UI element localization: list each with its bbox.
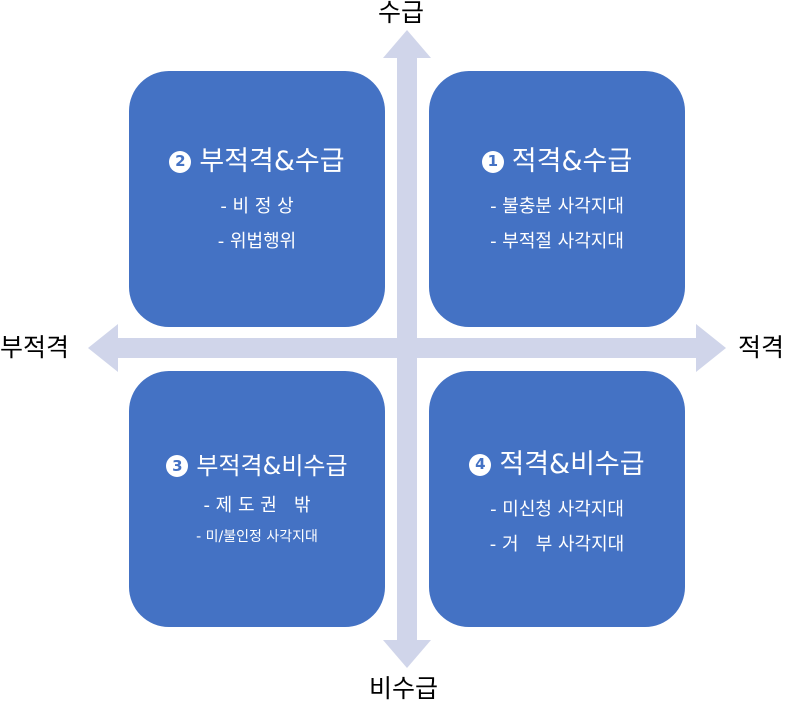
list-item: - 부적절 사각지대 [490,231,624,252]
quadrant-box-4: 4 적격&비수급 - 미신청 사각지대 - 거 부 사각지대 [429,371,685,627]
number-badge: 1 [481,150,504,173]
quadrant-title: 3 부적격&비수급 [129,454,385,478]
quadrant-items: - 비 정 상 - 위법행위 [129,189,385,259]
quadrant-title-text: 적격&비수급 [499,449,645,480]
quadrant-box-1: 1 적격&수급 - 불충분 사각지대 - 부적절 사각지대 [429,71,685,327]
number-badge: 3 [166,455,189,477]
list-item: - 불충분 사각지대 [490,196,624,217]
quadrant-title-text: 적격&수급 [511,146,633,177]
quadrant-title-text: 부적격&비수급 [196,452,348,480]
horizontal-axis-arrow [88,324,726,372]
quadrant-box-3: 3 부적격&비수급 - 제 도 권 밖 - 미/불인정 사각지대 [129,371,385,627]
list-item: - 비 정 상 [220,196,294,217]
quadrant-items: - 불충분 사각지대 - 부적절 사각지대 [429,189,685,259]
axis-label-left: 부적격 [0,333,70,362]
axis-label-top: 수급 [378,0,425,27]
list-item: - 미/불인정 사각지대 [196,529,318,545]
axis-label-right: 적격 [738,333,785,362]
quadrant-title: 2 부적격&수급 [129,148,385,175]
quadrant-box-2: 2 부적격&수급 - 비 정 상 - 위법행위 [129,71,385,327]
number-badge: 4 [469,453,492,476]
quadrant-items: - 제 도 권 밖 - 미/불인정 사각지대 [129,488,385,551]
quadrant-title-text: 부적격&수급 [199,146,345,177]
number-badge: 2 [169,150,192,173]
quadrant-title: 1 적격&수급 [429,148,685,175]
axis-label-bottom: 비수급 [369,674,439,703]
quadrant-items: - 미신청 사각지대 - 거 부 사각지대 [429,492,685,562]
list-item: - 위법행위 [217,231,297,252]
list-item: - 제 도 권 밖 [203,495,311,516]
list-item: - 거 부 사각지대 [489,534,625,555]
quadrant-title: 4 적격&비수급 [429,451,685,478]
list-item: - 미신청 사각지대 [490,499,624,520]
